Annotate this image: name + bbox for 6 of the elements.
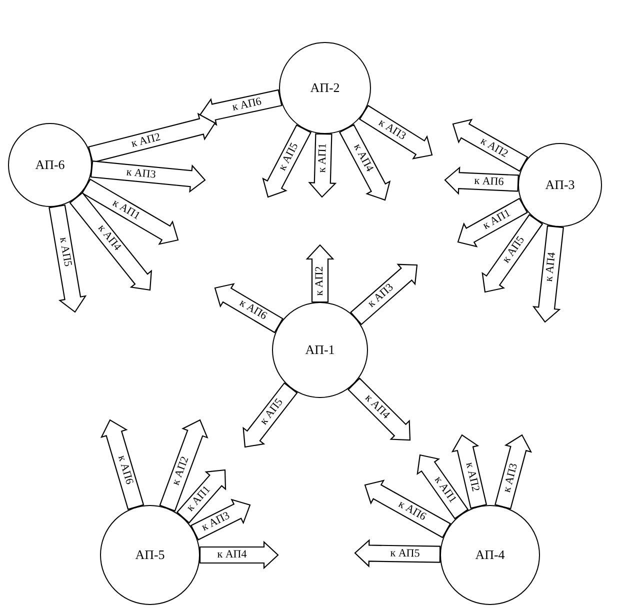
node-label: АП-6 — [35, 156, 65, 174]
node-label: АП-3 — [545, 176, 575, 194]
node-label: АП-4 — [475, 546, 505, 564]
node-label: АП-5 — [135, 546, 165, 564]
node-label: АП-1 — [305, 341, 335, 360]
node-label: АП-2 — [310, 79, 340, 98]
